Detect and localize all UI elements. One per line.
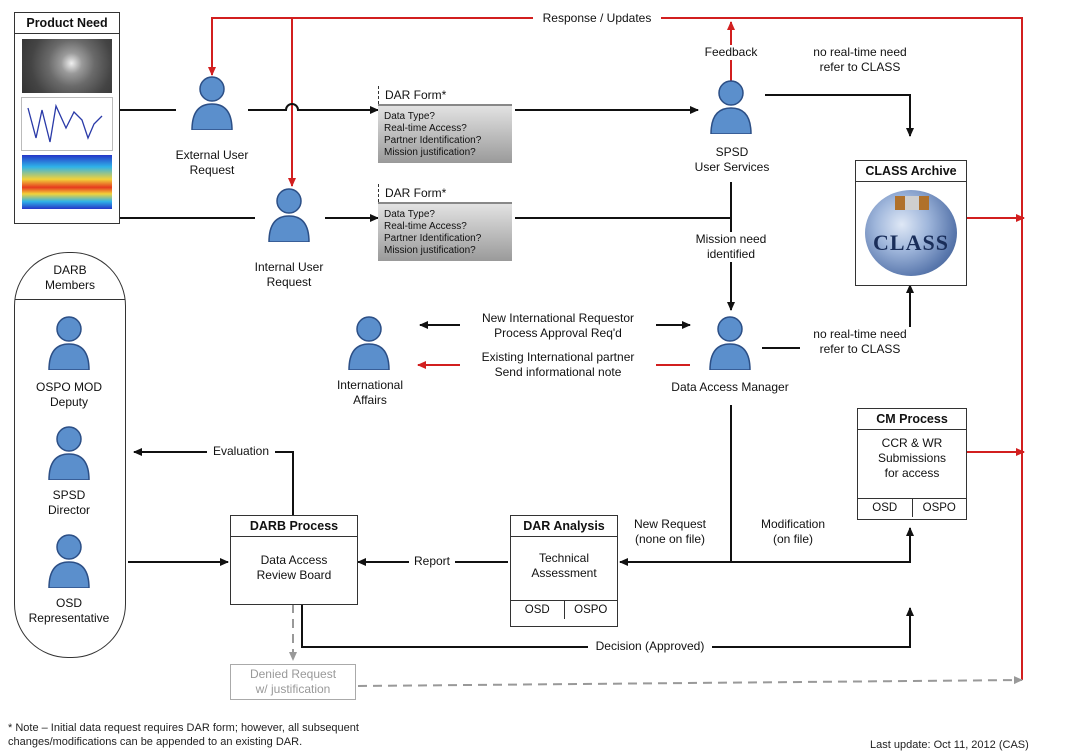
heatmap-image [22, 155, 112, 209]
dar-form-title: DAR Form* [378, 184, 512, 202]
satellite-image [22, 39, 112, 93]
spsd-director-icon [46, 424, 92, 481]
external-user-icon [189, 74, 235, 131]
report-label: Report [409, 554, 455, 569]
internal-user-icon [266, 186, 312, 243]
class-logo-text: CLASS [873, 230, 949, 255]
data-access-manager-icon [707, 314, 753, 371]
dar-analysis-to-cm [619, 527, 914, 566]
dar-form-external: DAR Form* Data Type?Real-time Access? Pa… [378, 86, 512, 163]
product-need-title: Product Need [15, 13, 119, 34]
line-plot-image [21, 97, 113, 151]
cm-process-owners: OSD OSPO [858, 498, 966, 517]
osd-cell: OSD [858, 499, 913, 517]
ospo-cell: OSPO [574, 604, 608, 616]
decision-label: Decision (Approved) [588, 639, 712, 654]
spsd-user-services-icon [708, 78, 754, 135]
footnote: * Note – Initial data request requires D… [8, 722, 359, 748]
class-logo: CLASS [865, 190, 957, 276]
external-to-dar1 [248, 103, 379, 114]
data-access-manager-label: Data Access Manager [671, 380, 789, 394]
osd-cell: OSD [511, 601, 565, 619]
dar-analysis-title: DAR Analysis [511, 516, 617, 537]
last-update: Last update: Oct 11, 2012 (CAS) [870, 739, 1029, 751]
feedback-label: Feedback [694, 45, 768, 60]
satellite-icon [895, 196, 929, 210]
class-archive-title: CLASS Archive [856, 161, 966, 182]
dar-analysis-owners: OSD OSPO [511, 600, 617, 619]
dar-form-internal: DAR Form* Data Type?Real-time Access? Pa… [378, 184, 512, 261]
product-need-box: Product Need [14, 12, 120, 224]
evaluation-arrow [133, 448, 294, 515]
evaluation-label: Evaluation [207, 444, 275, 459]
cm-process-title: CM Process [858, 409, 966, 430]
new-request-label: New Request(none on file) [633, 517, 707, 546]
osd-representative-icon [46, 532, 92, 589]
darb-process-title: DARB Process [231, 516, 357, 537]
international-affairs-icon [346, 314, 392, 371]
spsd-to-class [765, 94, 914, 137]
ospo-cell: OSPO [922, 502, 956, 514]
denied-to-bus [357, 676, 1023, 687]
modification-label: Modification(on file) [760, 517, 826, 546]
class-archive-box: CLASS Archive CLASS [855, 160, 967, 286]
dar-form-questions: Data Type?Real-time Access? Partner Iden… [378, 202, 512, 261]
dar-form-title: DAR Form* [378, 86, 512, 104]
ospo-mod-deputy-icon [46, 314, 92, 371]
dar-form-questions: Data Type?Real-time Access? Partner Iden… [378, 104, 512, 163]
response-updates-label: Response / Updates [533, 11, 661, 26]
